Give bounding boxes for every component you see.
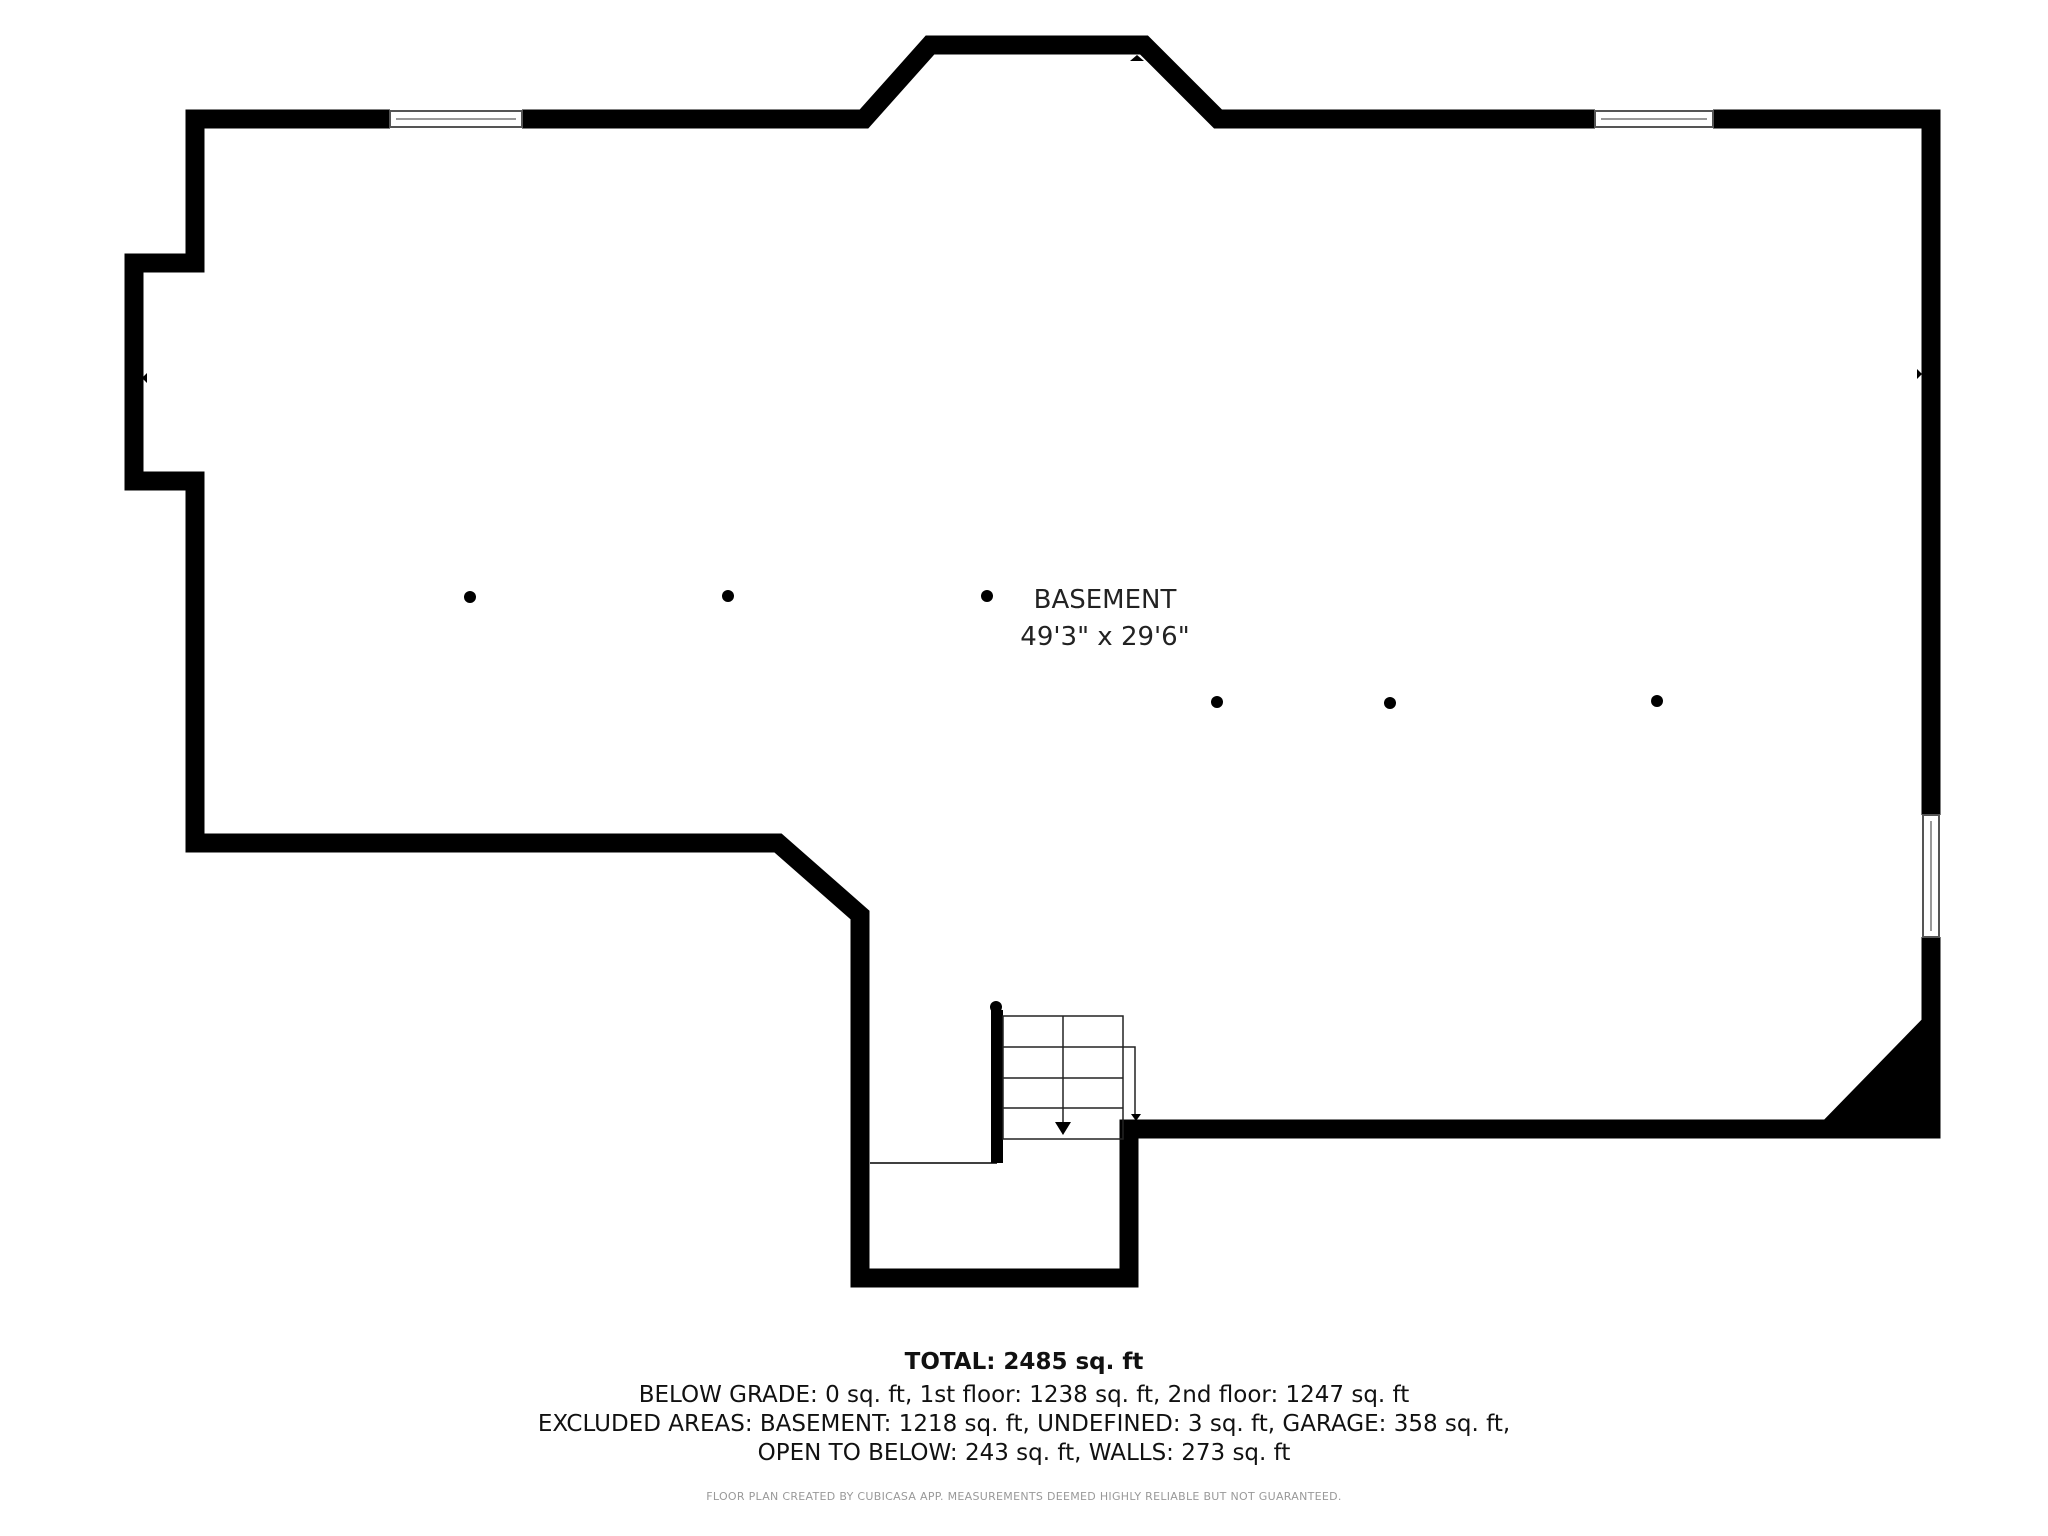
disclaimer: FLOOR PLAN CREATED BY CUBICASA APP. MEAS… (706, 1490, 1342, 1503)
open-to-below: OPEN TO BELOW: 243 sq. ft, WALLS: 273 sq… (757, 1440, 1291, 1466)
window-top-left (389, 109, 523, 129)
wall-marker-right (1917, 369, 1922, 379)
exterior-walls (124, 35, 1941, 1288)
window-top-right (1594, 109, 1714, 129)
stair-post (990, 1001, 1002, 1013)
room-dimensions: 49'3" x 29'6" (1020, 622, 1189, 652)
total-area: TOTAL: 2485 sq. ft (904, 1349, 1144, 1375)
stair-direction-arrow (1055, 1122, 1071, 1135)
support-posts (464, 590, 1663, 709)
corner-fill (1815, 1010, 1931, 1129)
stairs (1002, 1015, 1136, 1140)
window-right (1921, 814, 1941, 938)
room-name: BASEMENT (1034, 585, 1177, 615)
excluded-areas: EXCLUDED AREAS: BASEMENT: 1218 sq. ft, U… (537, 1411, 1511, 1437)
area-breakdown: BELOW GRADE: 0 sq. ft, 1st floor: 1238 s… (638, 1382, 1410, 1408)
stair-arrow-small (1131, 1114, 1141, 1121)
wall-marker-left (142, 373, 147, 383)
wall-marker-top (1130, 55, 1144, 61)
